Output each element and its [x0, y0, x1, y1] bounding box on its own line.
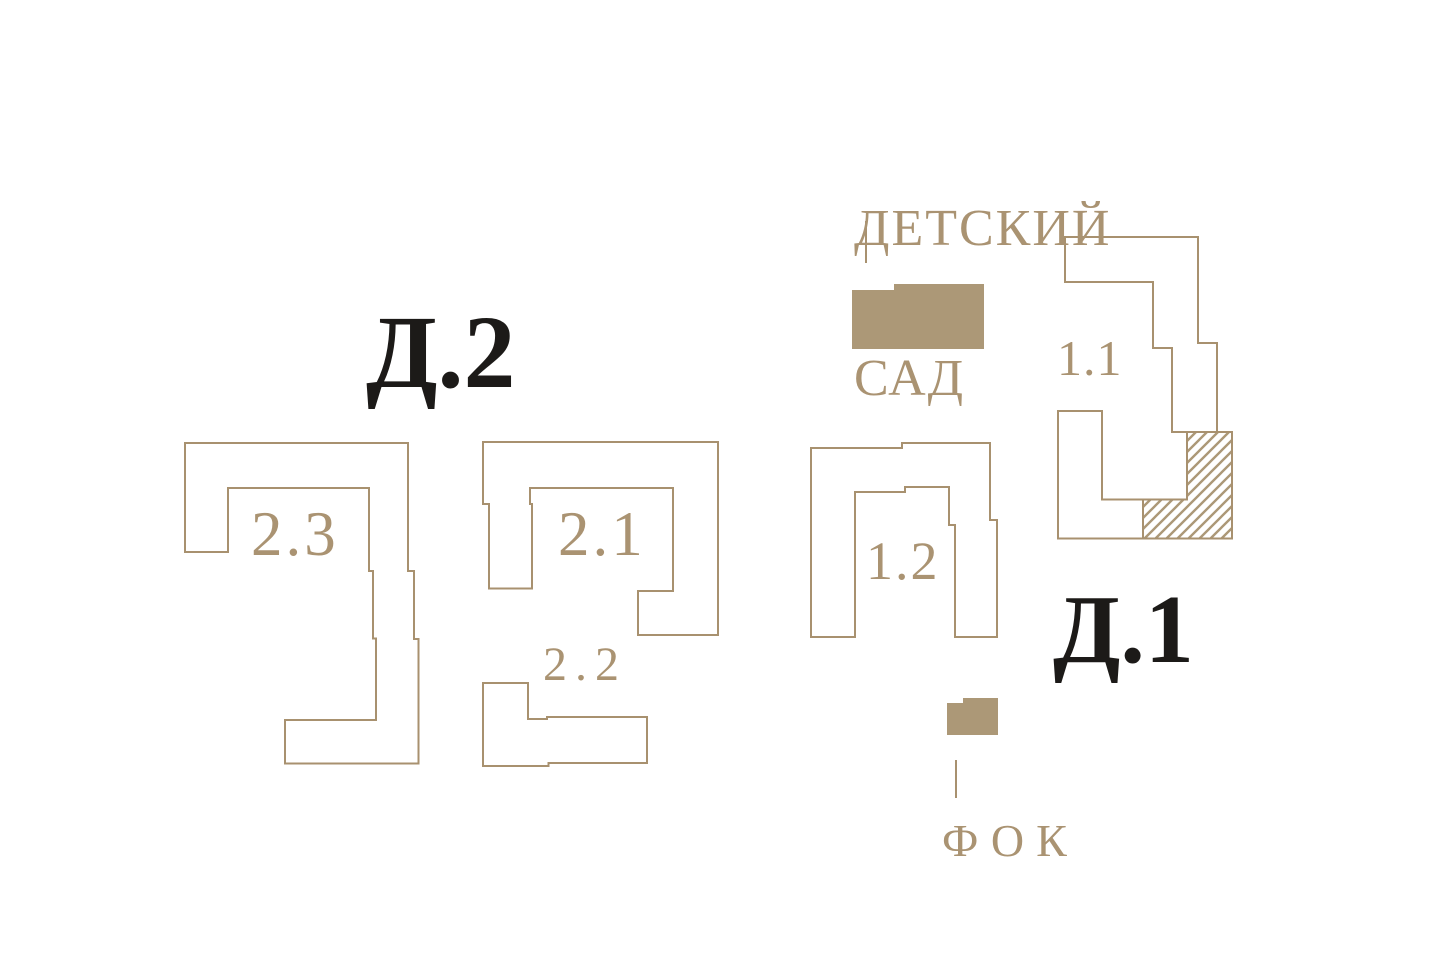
kindergarten-block	[852, 284, 984, 349]
building-2-2-outline[interactable]	[482, 682, 648, 767]
building-1-1-hatched-section[interactable]	[1142, 431, 1233, 540]
sports-center-label: ФОК	[942, 815, 1079, 866]
building-2-1-outline[interactable]	[482, 441, 719, 636]
building-2-3-label[interactable]: 2.3	[251, 499, 339, 569]
district-d1-label: Д.1	[1053, 576, 1194, 684]
building-1-2-outline[interactable]	[810, 442, 998, 638]
building-1-2-label[interactable]: 1.2	[866, 531, 940, 591]
kindergarten-label-line1: ДЕТСКИЙ	[854, 200, 1112, 257]
kindergarten-label-line2: САД	[854, 350, 966, 407]
sports-center-block	[947, 698, 998, 735]
district-d2-label: Д.2	[366, 295, 516, 410]
building-2-2-label[interactable]: 2.2	[543, 638, 627, 691]
building-1-1-outline[interactable]	[1064, 236, 1218, 433]
building-1-1-label[interactable]: 1.1	[1057, 330, 1123, 386]
building-2-3-outline[interactable]	[184, 442, 420, 765]
building-2-1-label[interactable]: 2.1	[558, 499, 646, 569]
kindergarten-label: ДЕТСКИЙ САД	[854, 104, 1111, 504]
